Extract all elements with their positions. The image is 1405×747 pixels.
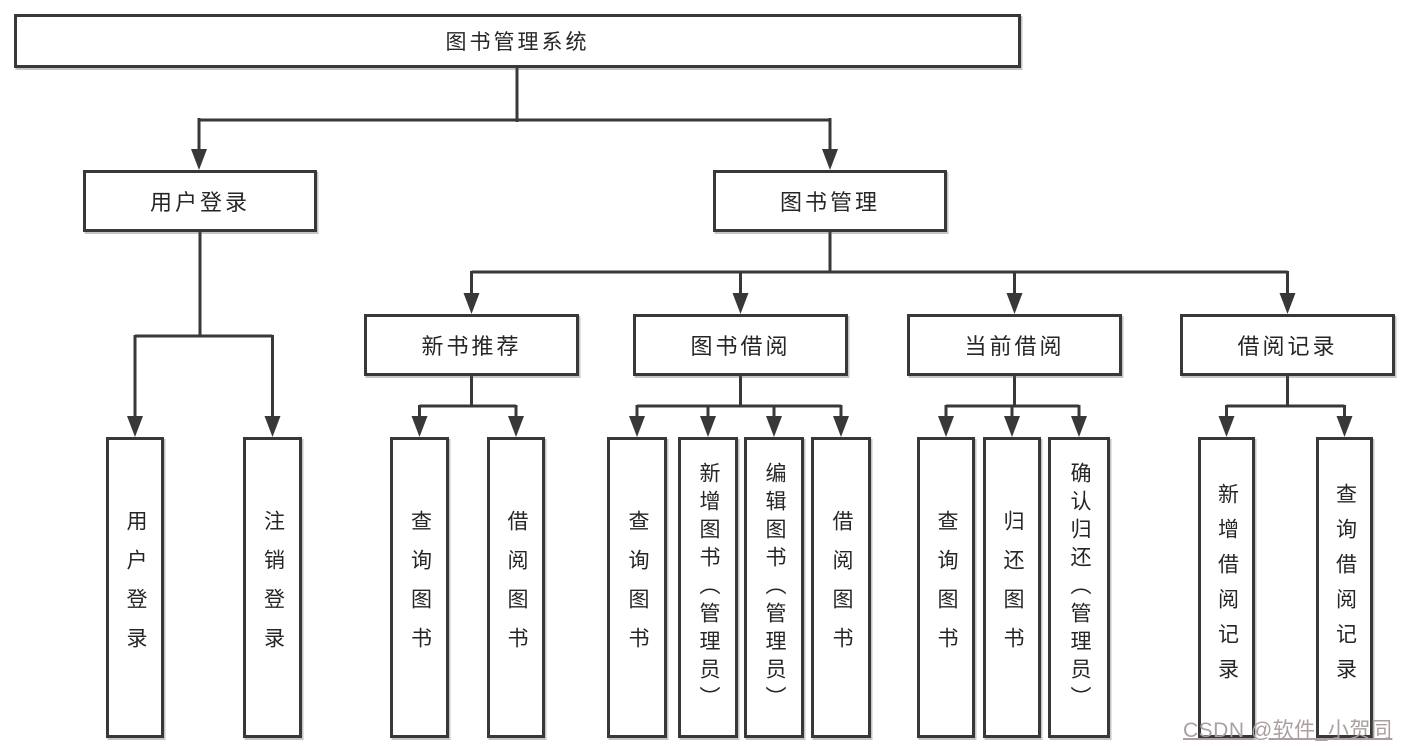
leaf-edit-books-admin: 编辑图书（管理员）: [744, 437, 804, 738]
node-book-management: 图书管理: [713, 170, 947, 232]
leaf-add-books-admin: 新增图书（管理员）: [678, 437, 738, 738]
node-library-system: 图书管理系统: [14, 14, 1021, 68]
leaf-add-borrow-record: 新增借阅记录: [1198, 437, 1255, 738]
node-new-book-recommendation: 新书推荐: [364, 314, 579, 376]
node-user-login: 用户登录: [83, 170, 317, 232]
leaf-borrow-books-recommend: 借阅图书: [487, 437, 545, 738]
connector-path: [133, 68, 1346, 419]
node-book-borrowing: 图书借阅: [633, 314, 848, 376]
leaf-return-books: 归还图书: [983, 437, 1041, 738]
arrowhead-icons: [127, 149, 1353, 437]
leaf-confirm-return-admin: 确认归还（管理员）: [1048, 437, 1110, 738]
leaf-query-books-recommend: 查询图书: [390, 437, 449, 738]
leaf-borrow-books-borrowing: 借阅图书: [811, 437, 871, 738]
leaf-query-books-borrowing: 查询图书: [607, 437, 667, 738]
node-borrowing-records: 借阅记录: [1180, 314, 1395, 376]
leaf-logout: 注销登录: [243, 437, 302, 738]
leaf-user-login: 用户登录: [106, 437, 164, 738]
node-current-borrowing: 当前借阅: [907, 314, 1122, 376]
leaf-query-books-current: 查询图书: [917, 437, 975, 738]
leaf-query-borrow-record: 查询借阅记录: [1316, 437, 1373, 738]
watermark: CSDN @软件_小贺同学: [1183, 719, 1393, 742]
